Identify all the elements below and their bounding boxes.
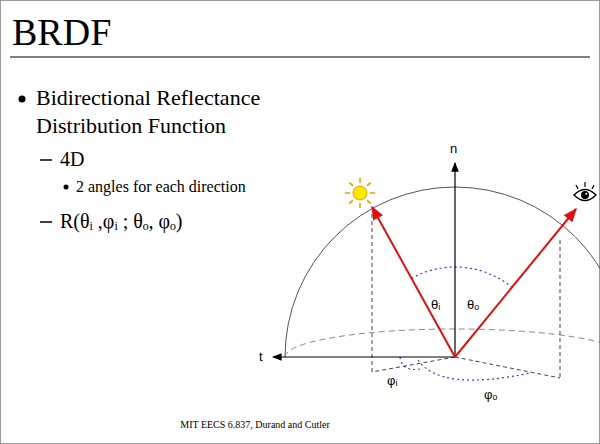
projection-line xyxy=(372,357,455,372)
angle-label: θᵢ xyxy=(431,297,440,313)
tangent-axis xyxy=(273,356,455,357)
angle-label: φᵢ xyxy=(387,373,397,389)
axis-label: t xyxy=(259,349,263,365)
bullet-dash xyxy=(40,159,52,161)
projection-line xyxy=(560,240,561,378)
projection-line xyxy=(372,214,373,372)
formula-text: R(θᵢ ,φᵢ ; θₒ, φₒ) xyxy=(60,209,183,233)
axis-label: n xyxy=(450,141,457,157)
light-direction xyxy=(372,207,455,357)
view-direction xyxy=(455,209,576,357)
angle-arc xyxy=(411,267,455,278)
angle-label: θₒ xyxy=(467,297,479,313)
slide-footer: MIT EECS 6.837, Durand and Cutler xyxy=(180,418,330,431)
slide-title: BRDF xyxy=(12,10,111,54)
angle-arc xyxy=(418,360,530,380)
angle-label: φₒ xyxy=(484,387,497,403)
bullet-dot xyxy=(19,96,26,103)
hemisphere-outline xyxy=(285,187,600,357)
bullet-dash xyxy=(40,221,52,223)
bullet-text: 4D xyxy=(60,147,84,171)
bullet-text: 2 angles for each direction xyxy=(76,177,246,197)
normal-axis xyxy=(454,163,455,357)
eye-icon xyxy=(574,182,596,201)
angle-arc xyxy=(455,267,514,289)
bullet-text: Bidirectional Reflectance Distribution F… xyxy=(36,84,286,140)
bullet-dot xyxy=(64,185,69,190)
title-rule xyxy=(10,57,590,58)
projection-line xyxy=(455,357,560,378)
angle-arc xyxy=(400,357,420,370)
sun-icon xyxy=(345,178,375,208)
